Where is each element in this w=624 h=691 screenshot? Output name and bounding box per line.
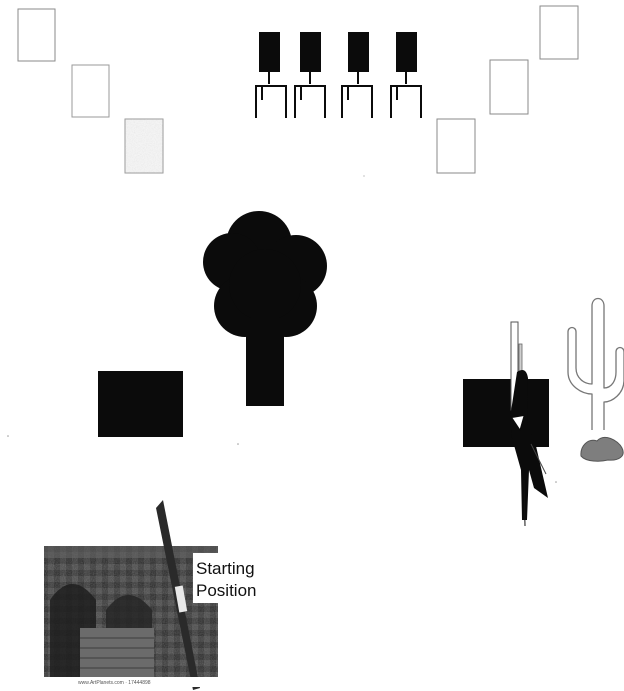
- frame-left-1: [18, 9, 55, 61]
- black-block-left: [98, 371, 183, 437]
- cactus-icon: [568, 299, 624, 431]
- chair-icon: [256, 32, 286, 118]
- chair-icon: [342, 32, 372, 118]
- tree-icon: [203, 211, 327, 406]
- chair-row: [256, 32, 421, 118]
- starting-position-label-line1: Starting: [196, 559, 255, 579]
- frame-right-3: [540, 6, 578, 59]
- frame-right-1: [437, 119, 475, 173]
- chair-icon: [391, 32, 421, 118]
- frame-right-2: [490, 60, 528, 114]
- frame-left-2: [72, 65, 109, 117]
- chair-icon: [295, 32, 325, 118]
- photo-watermark: www.ArtPlanets.com · 17444898: [78, 680, 151, 687]
- rock-icon: [581, 437, 623, 461]
- starting-position-label-line2: Position: [196, 581, 256, 601]
- black-block-right: [463, 379, 549, 447]
